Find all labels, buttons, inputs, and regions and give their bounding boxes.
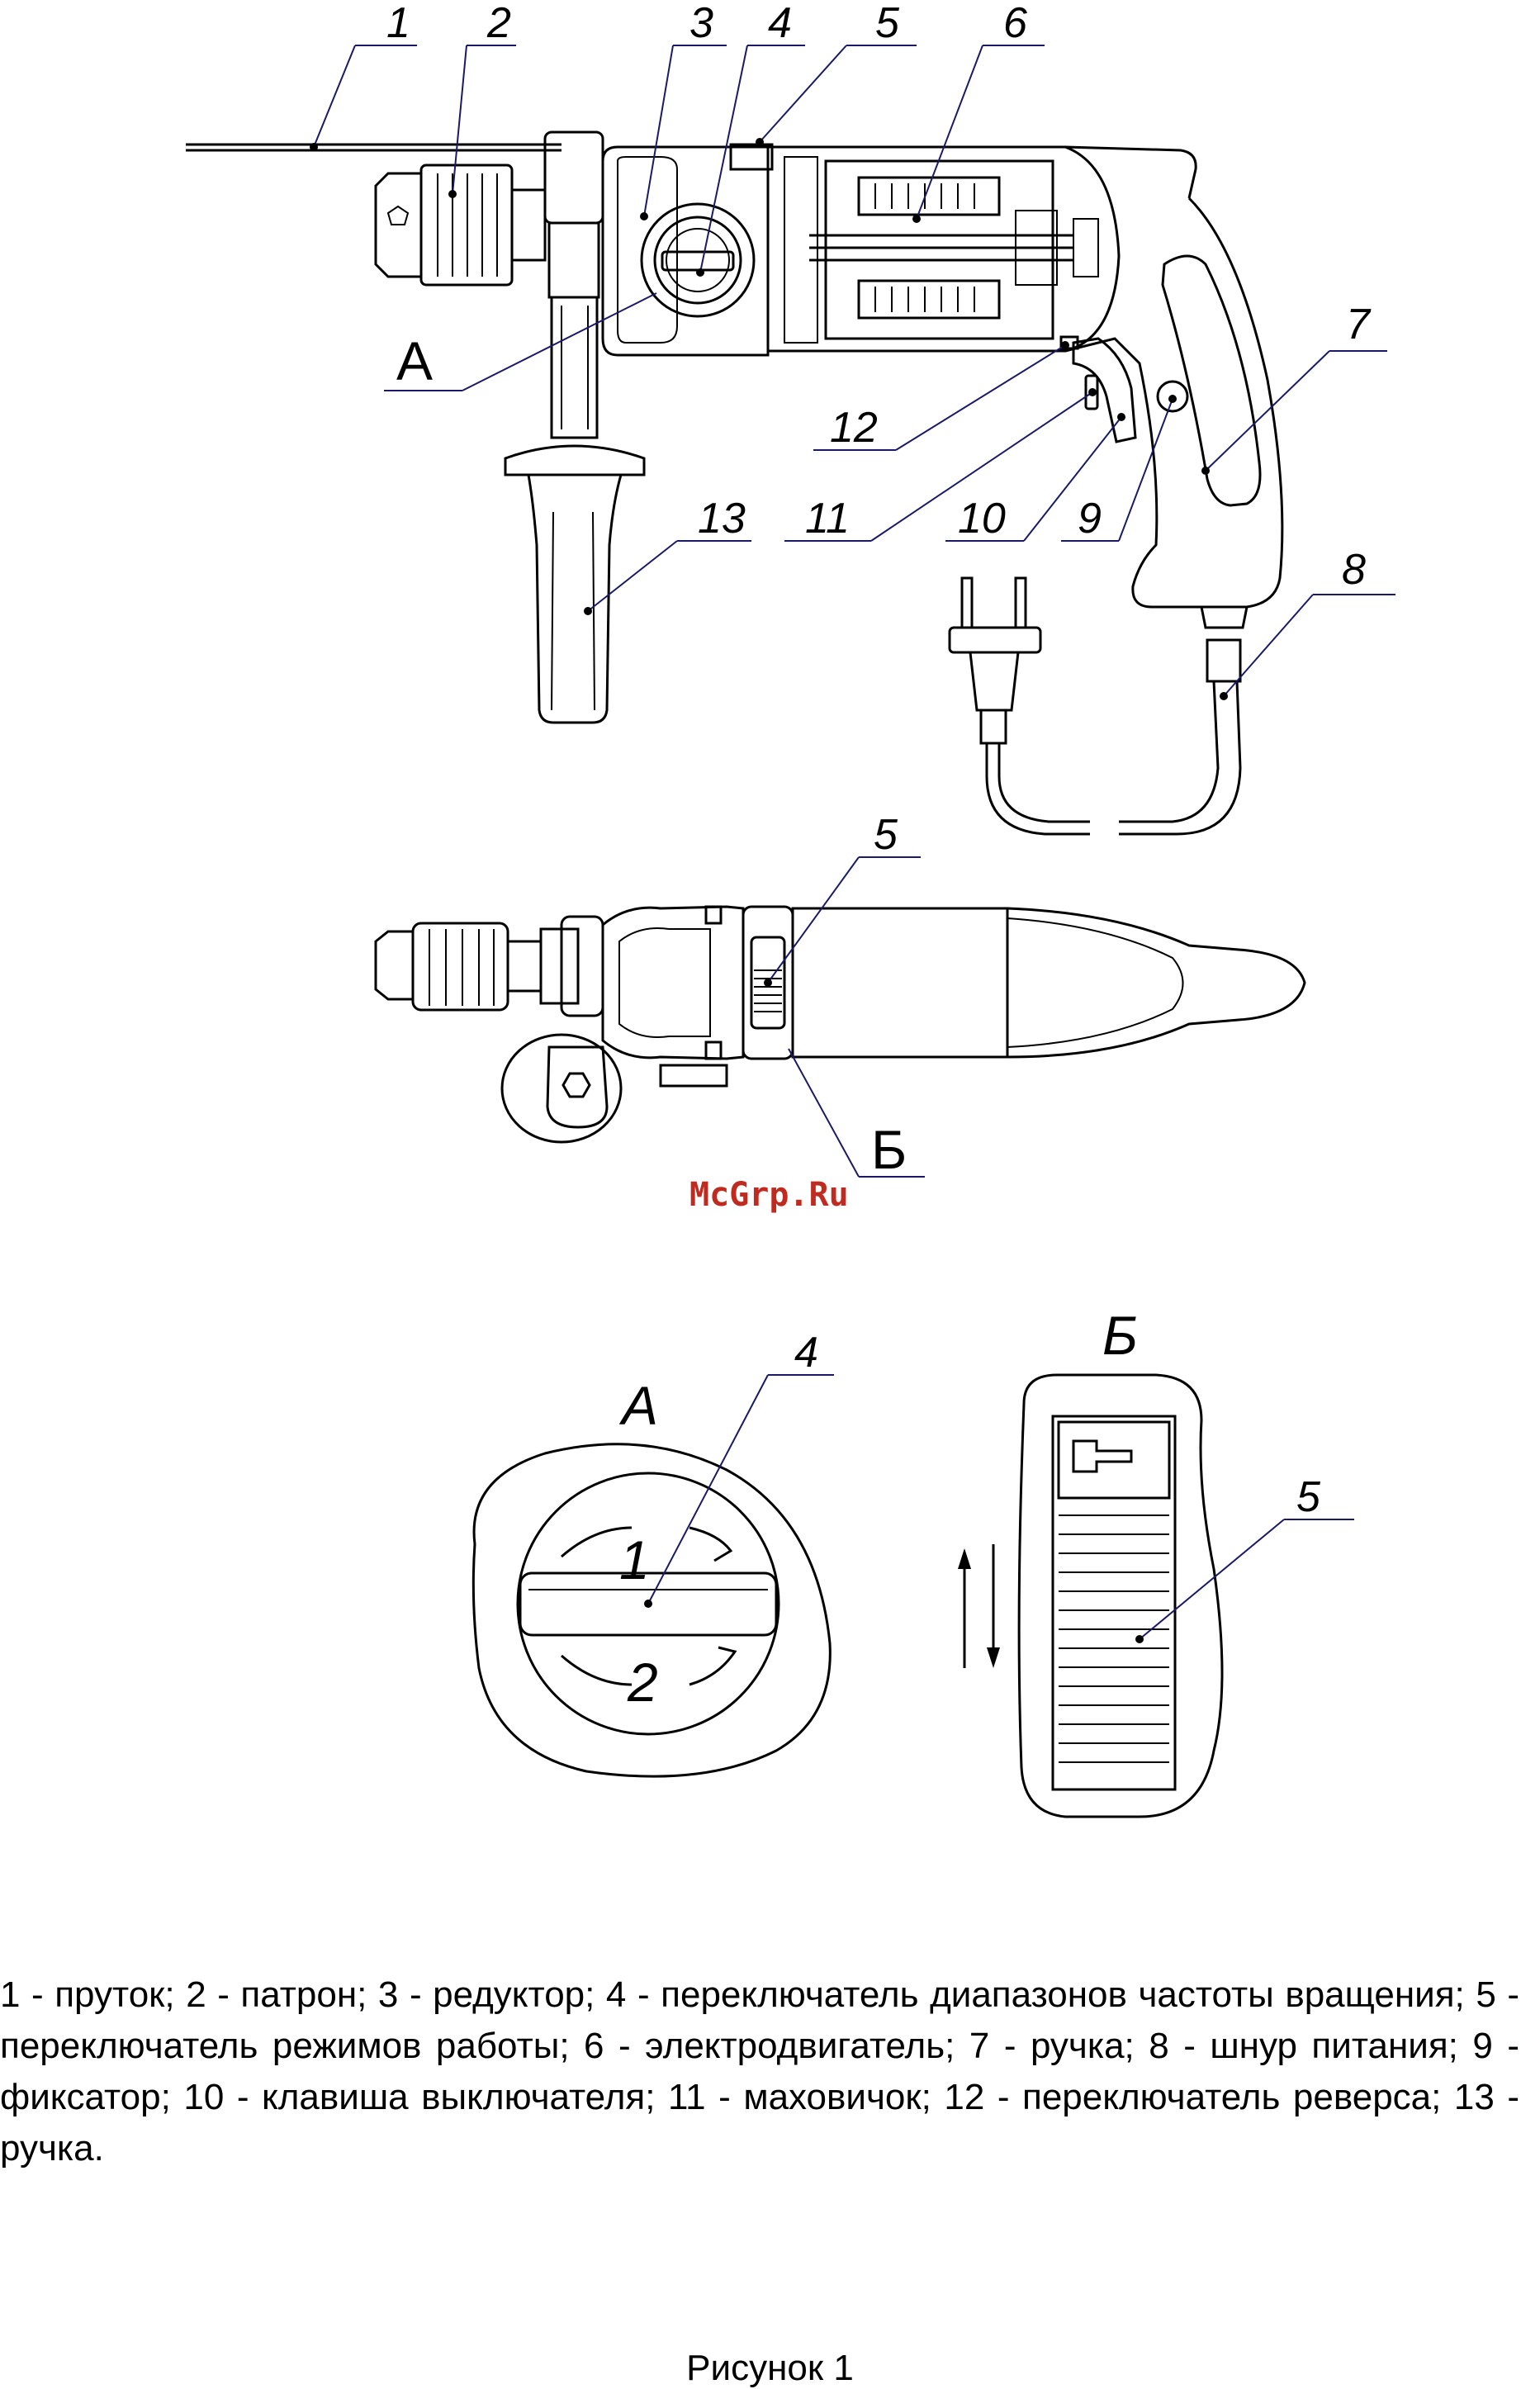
detail-b-title: Б xyxy=(1102,1305,1138,1366)
detail-a-selector xyxy=(471,1443,832,1778)
top-view-callout-5: 5 xyxy=(874,811,898,859)
parts-legend: 1 - пруток; 2 - патрон; 3 - редуктор; 4 … xyxy=(0,1974,1519,2169)
watermark: McGrp.Ru xyxy=(689,1176,849,1214)
callout-10: 10 xyxy=(958,495,1006,543)
detail-a-callout-4: 4 xyxy=(794,1329,818,1377)
callout-6: 6 xyxy=(1003,0,1027,47)
top-view-letter-b: Б xyxy=(871,1119,907,1180)
callout-4: 4 xyxy=(768,0,792,47)
detail-b-switch xyxy=(958,1373,1224,1818)
detail-a-title: А xyxy=(618,1375,658,1436)
drill-top-view xyxy=(374,905,1306,1144)
view-label-a: А xyxy=(396,330,433,391)
figure-caption: Рисунок 1 xyxy=(686,2348,854,2388)
callout-3: 3 xyxy=(689,0,713,47)
top-view-leaders xyxy=(764,856,925,1178)
drill-side-view xyxy=(186,130,1284,836)
callout-2: 2 xyxy=(486,0,511,47)
callout-1: 1 xyxy=(386,0,410,47)
callout-8: 8 xyxy=(1342,546,1366,594)
side-view-leaders xyxy=(310,45,1395,700)
detail-b-callout-5: 5 xyxy=(1296,1473,1321,1521)
callout-13: 13 xyxy=(698,495,746,543)
callout-7: 7 xyxy=(1346,301,1372,348)
callout-12: 12 xyxy=(830,404,878,452)
callout-9: 9 xyxy=(1078,495,1102,543)
detail-a-mark-1: 1 xyxy=(619,1529,650,1590)
detail-a-mark-2: 2 xyxy=(627,1652,658,1713)
callout-5: 5 xyxy=(875,0,900,47)
callout-11: 11 xyxy=(805,495,850,543)
